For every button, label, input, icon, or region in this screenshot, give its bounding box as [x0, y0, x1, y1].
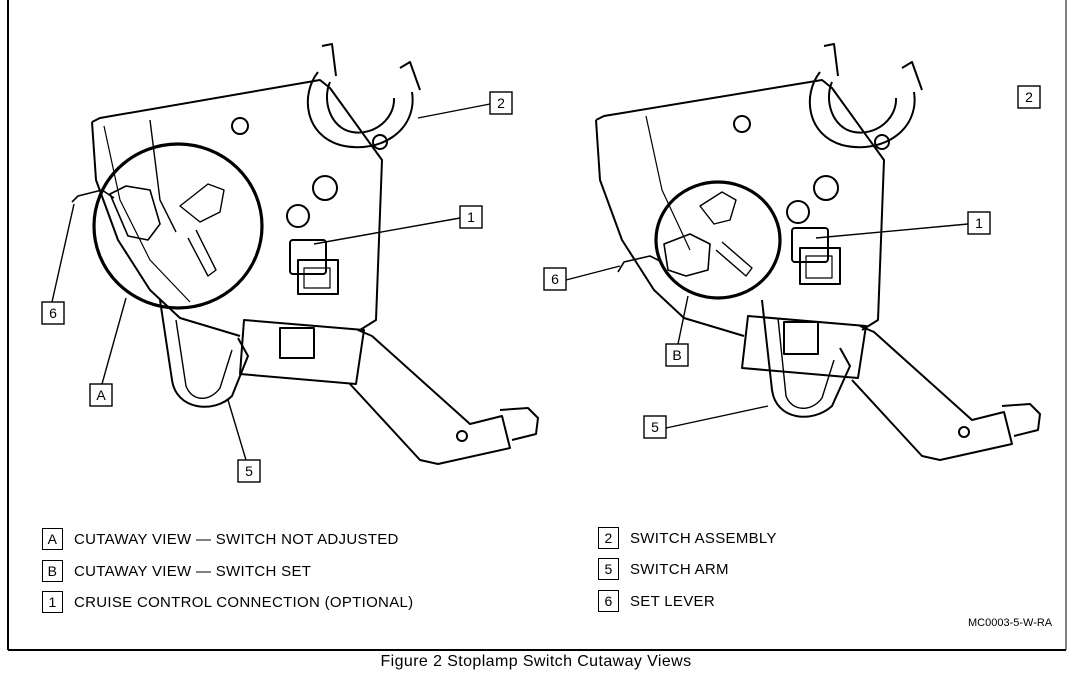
right-callout-6: 6 — [543, 265, 621, 291]
legend-key-a: A — [42, 528, 63, 550]
left-callout-5: 5 — [227, 399, 261, 483]
right-callout-6-label: 6 — [551, 271, 559, 287]
left-callout-1: 1 — [313, 205, 483, 245]
right-callout-1-label: 1 — [975, 215, 983, 231]
legend-text-a: CUTAWAY VIEW — SWITCH NOT ADJUSTED — [74, 530, 399, 548]
legend-item-1: 1 CRUISE CONTROL CONNECTION (OPTIONAL) — [42, 591, 413, 613]
legend-item-6: 6 SET LEVER — [598, 590, 715, 612]
left-switch-drawing — [71, 43, 539, 465]
right-callout-2: 2 — [1017, 85, 1041, 109]
figure-code: MC0003-5-W-RA — [968, 617, 1053, 629]
legend-key-5: 5 — [598, 558, 619, 580]
left-callout-6-label: 6 — [49, 305, 57, 321]
legend-text-5: SWITCH ARM — [630, 560, 729, 578]
left-callout-a: A — [89, 297, 127, 407]
legend-text-2: SWITCH ASSEMBLY — [630, 529, 777, 547]
legend-key-6: 6 — [598, 590, 619, 612]
legend-text-1: CRUISE CONTROL CONNECTION (OPTIONAL) — [74, 593, 414, 611]
legend-item-5: 5 SWITCH ARM — [598, 558, 729, 580]
legend-item-a: A CUTAWAY VIEW — SWITCH NOT ADJUSTED — [42, 528, 399, 550]
left-callout-2: 2 — [417, 91, 513, 119]
figure-caption: Figure 2 Stoplamp Switch Cutaway Views — [380, 653, 692, 670]
right-callout-5: 5 — [643, 405, 769, 439]
right-callout-1: 1 — [815, 211, 991, 239]
legend-text-6: SET LEVER — [630, 592, 715, 610]
right-callout-b: B — [665, 295, 689, 367]
legend-key-2: 2 — [598, 527, 619, 549]
right-callout-5-label: 5 — [651, 419, 659, 435]
legend-text-b: CUTAWAY VIEW — SWITCH SET — [74, 562, 312, 580]
legend-item-b: B CUTAWAY VIEW — SWITCH SET — [42, 560, 311, 582]
right-callout-b-label: B — [672, 347, 681, 363]
left-callout-6: 6 — [41, 203, 75, 325]
right-switch-drawing — [595, 43, 1041, 461]
left-callout-2-label: 2 — [497, 95, 505, 111]
left-callout-a-label: A — [96, 387, 106, 403]
right-callout-2-label: 2 — [1025, 89, 1033, 105]
left-callout-5-label: 5 — [245, 463, 253, 479]
legend-key-b: B — [42, 560, 63, 582]
legend-item-2: 2 SWITCH ASSEMBLY — [598, 527, 777, 549]
legend-key-1: 1 — [42, 591, 63, 613]
left-callout-1-label: 1 — [467, 209, 475, 225]
